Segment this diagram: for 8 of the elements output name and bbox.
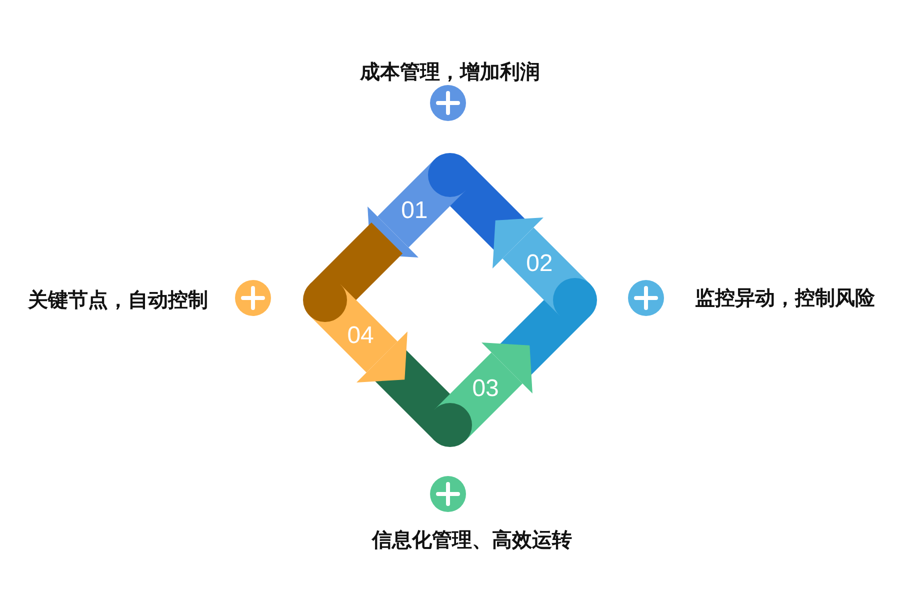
step-caption: 成本管理，增加利润 (360, 58, 540, 86)
step-caption: 信息化管理、高效运转 (372, 526, 572, 554)
step-caption: 关键节点，自动控制 (28, 286, 208, 314)
step-number: 04 (347, 322, 374, 350)
step-caption: 监控异动，控制风险 (695, 284, 875, 312)
step-number: 01 (401, 196, 428, 225)
step-number: 02 (526, 250, 553, 278)
step-number: 03 (472, 375, 499, 404)
